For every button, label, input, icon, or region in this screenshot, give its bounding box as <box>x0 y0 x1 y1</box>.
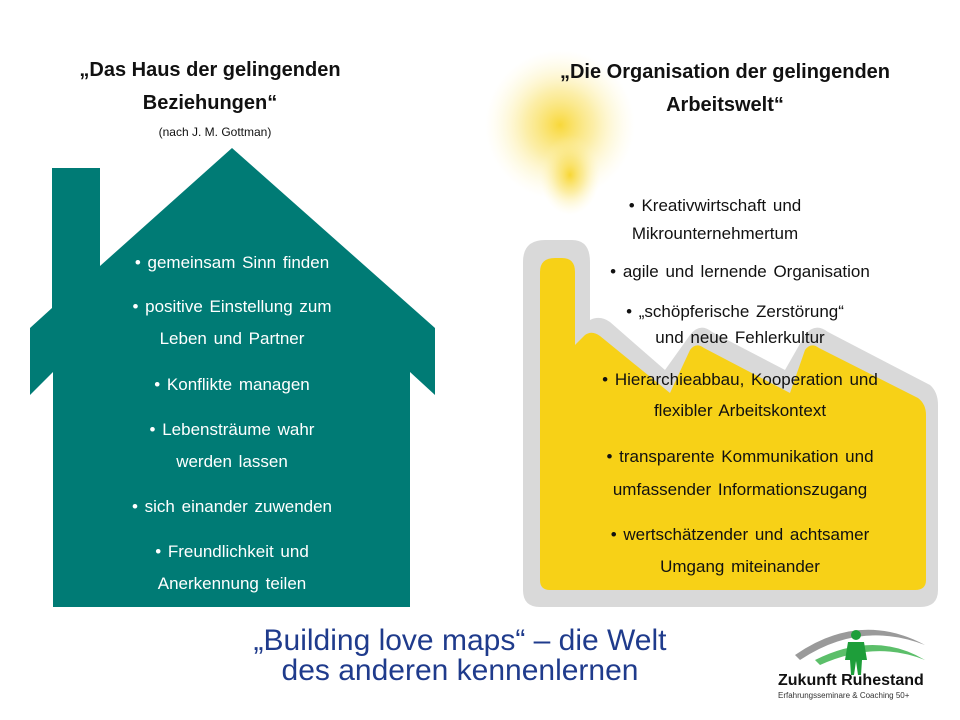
house-item: Anerkennung teilen <box>157 574 307 593</box>
factory-item: • transparente Kommunikation und <box>606 447 874 466</box>
house-item: werden lassen <box>176 452 288 471</box>
logo-name: Zukunft Ruhestand <box>778 672 924 689</box>
right-title-line1: „Die Organisation der gelingenden <box>559 61 891 83</box>
factory-item: und neue Fehlerkultur <box>655 328 825 347</box>
factory-item: • Hierarchieabbau, Kooperation und <box>602 370 878 389</box>
house-item: • Freundlichkeit und <box>155 542 309 561</box>
house-item: • Konflikte managen <box>154 375 310 394</box>
house-item: • Lebensträume wahr <box>149 420 315 439</box>
left-title-line1: „Das Haus der gelingenden <box>79 59 341 81</box>
factory-item: umfassender Informationszugang <box>612 480 868 499</box>
house-shape <box>30 148 435 607</box>
smoke-glow <box>540 135 600 215</box>
house-item: • sich einander zuwenden <box>131 497 333 516</box>
bottom-caption-line2: des anderen kennenlernen <box>281 654 639 687</box>
bottom-caption-line1: „Building love maps“ – die Welt <box>253 624 667 657</box>
factory-item: Mikrounternehmertum <box>631 224 799 243</box>
house-item: Leben und Partner <box>159 329 305 348</box>
factory-item: flexibler Arbeitskontext <box>653 401 827 420</box>
factory-item: • Kreativwirtschaft und <box>628 196 802 215</box>
factory-shape <box>540 258 926 590</box>
bottom-caption: „Building love maps“ – die Welt des ande… <box>150 626 770 686</box>
right-title-line2: Arbeitswelt“ <box>666 94 784 116</box>
logo-tagline: Erfahrungsseminare & Coaching 50+ <box>778 691 910 700</box>
factory-item: • „schöpferische Zerstörung“ <box>626 302 844 321</box>
right-title: „Die Organisation der gelingenden Arbeit… <box>505 56 945 122</box>
factory-item: • agile und lernende Organisation <box>610 262 870 281</box>
left-subtitle: (nach J. M. Gottman) <box>158 125 272 139</box>
house-item: • positive Einstellung zum <box>132 297 332 316</box>
logo-graphic <box>795 629 925 675</box>
factory-item: Umgang miteinander <box>660 557 820 576</box>
logo: Zukunft Ruhestand Erfahrungsseminare & C… <box>775 615 955 715</box>
factory-item: • wertschätzender und achtsamer <box>610 525 870 544</box>
house-item: • gemeinsam Sinn finden <box>134 253 330 272</box>
left-title-line2: Beziehungen“ <box>142 92 278 114</box>
left-title: „Das Haus der gelingenden Beziehungen“ <box>20 54 400 120</box>
